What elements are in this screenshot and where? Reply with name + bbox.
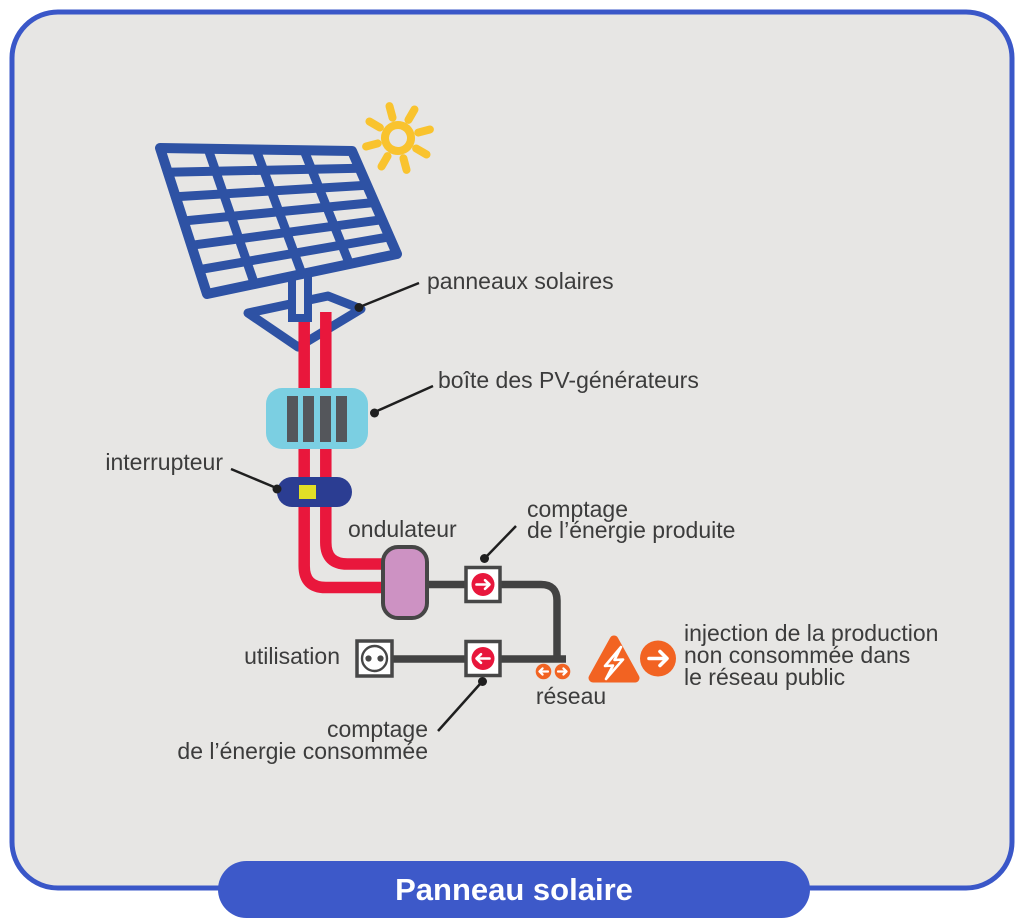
leader-lines	[230, 281, 517, 732]
bidirectional-arrows-icon	[535, 663, 571, 680]
label-comptage-consommee-line2: de l’énergie consommée	[177, 738, 428, 764]
label-panneaux-solaires: panneaux solaires	[427, 268, 614, 294]
label-comptage-produite-line2: de l’énergie produite	[527, 517, 735, 543]
label-injection-line3: le réseau public	[684, 664, 845, 690]
label-reseau: réseau	[536, 683, 606, 709]
label-comptage-produite-line1: comptage	[527, 496, 628, 522]
label-utilisation: utilisation	[244, 643, 340, 669]
export-arrow-icon	[640, 640, 676, 677]
label-boite-pv: boîte des PV-générateurs	[438, 367, 699, 393]
sun-icon	[362, 102, 434, 174]
label-injection-line1: injection de la production	[684, 620, 938, 646]
label-interrupteur: interrupteur	[105, 449, 223, 475]
pv-generator-box-icon	[266, 388, 368, 449]
production-meter-icon	[464, 565, 502, 604]
title-pill: Panneau solaire	[218, 861, 810, 918]
solar-panel-icon	[155, 143, 402, 299]
grid-hazard-icon	[588, 635, 640, 683]
label-comptage-consommee-line1: comptage	[327, 716, 428, 742]
consumption-meter-icon	[464, 639, 502, 678]
page-title: Panneau solaire	[395, 872, 633, 907]
label-injection-line2: non consommée dans	[684, 642, 910, 668]
dc-cables	[298, 312, 390, 594]
label-ondulateur: ondulateur	[348, 516, 457, 542]
outlet-icon	[355, 639, 394, 678]
switch-icon	[277, 477, 352, 507]
inverter-icon	[381, 545, 429, 620]
